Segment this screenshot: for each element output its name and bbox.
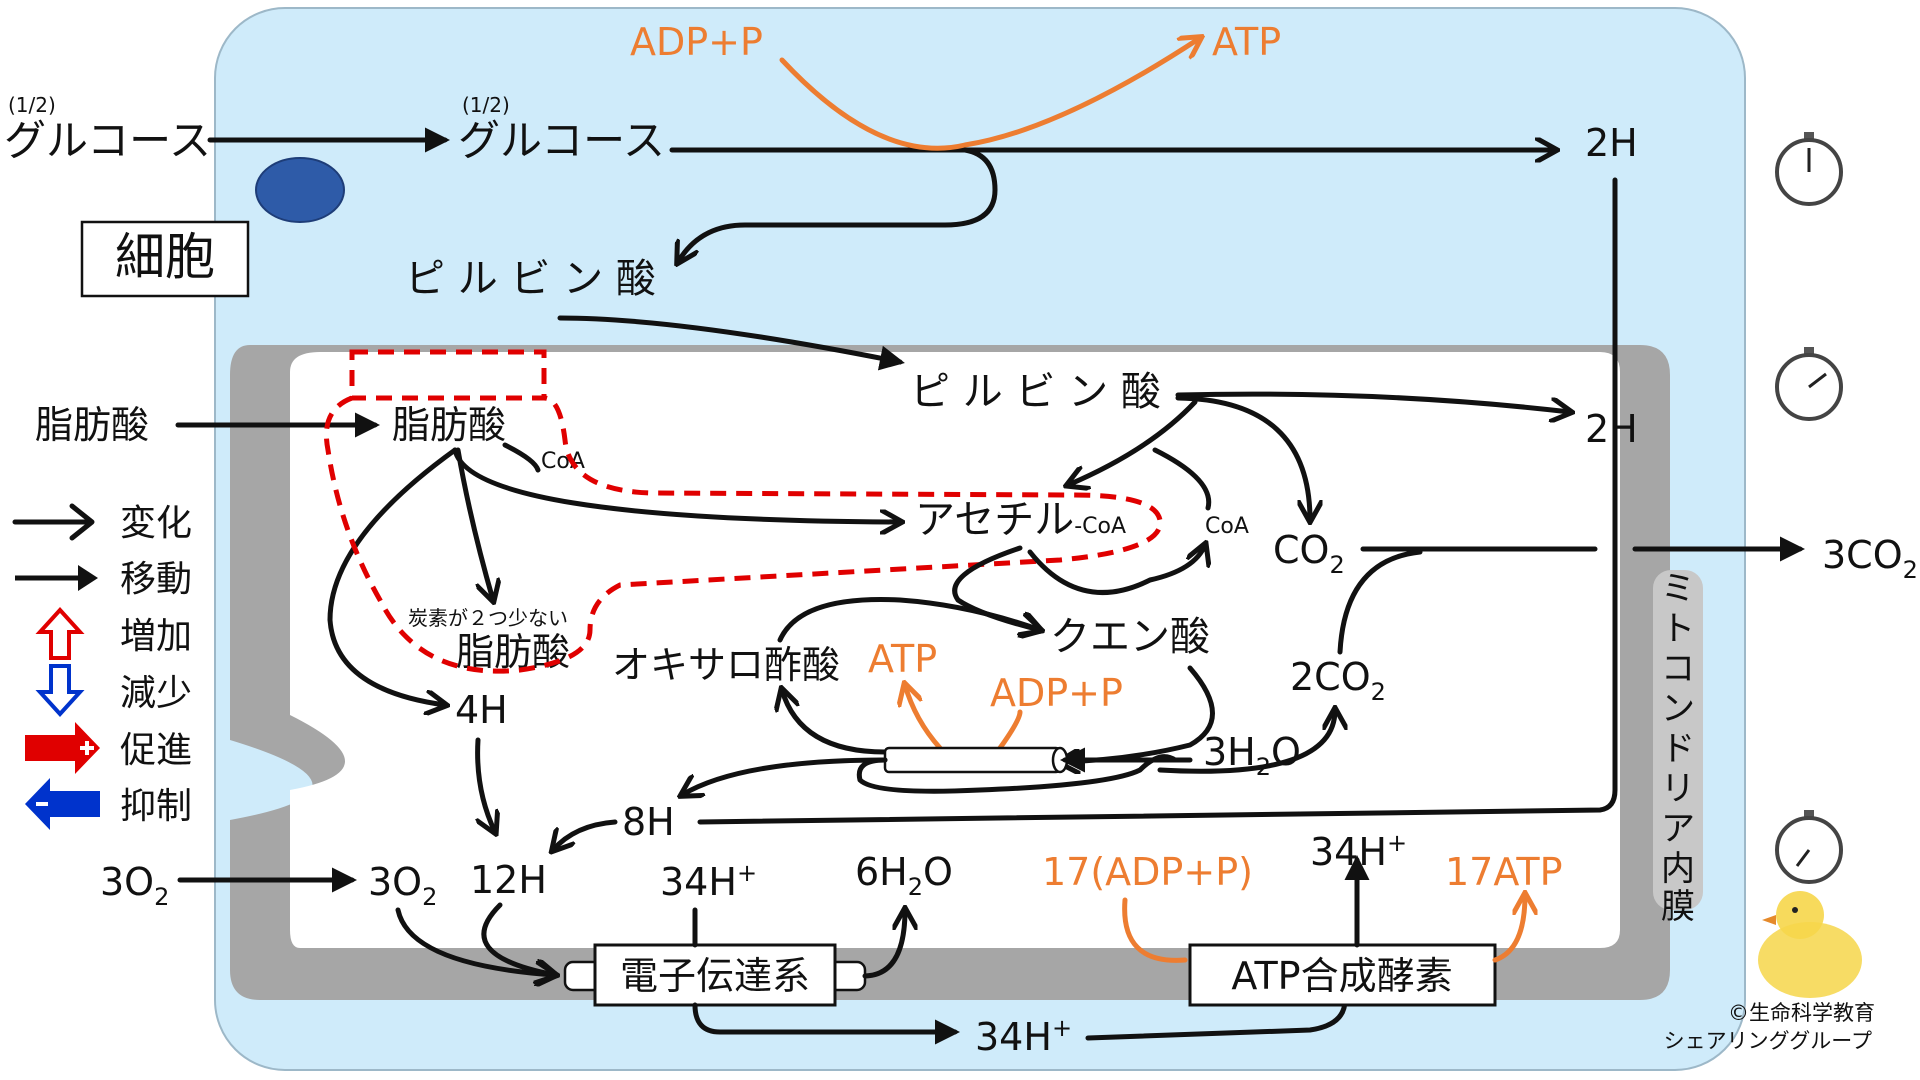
pyruvate-transport-arrow bbox=[557, 315, 905, 371]
h4-label: 4H bbox=[455, 688, 508, 732]
fatty-acid-to-4h-arrow bbox=[327, 447, 458, 705]
legend-label-inhibit: 抑制 bbox=[120, 786, 192, 827]
o2-inside: 3O2 bbox=[368, 860, 437, 911]
legend-label-change: 変化 bbox=[120, 503, 192, 544]
legend-label-increase: 増加 bbox=[120, 616, 192, 657]
co2-label: CO2 bbox=[1273, 528, 1345, 579]
h4-to-12h-arrow bbox=[478, 737, 495, 832]
glucose-to-pyruvate-arrow bbox=[678, 147, 998, 262]
inner-membrane-label-box bbox=[1653, 570, 1703, 910]
legend-label-promote: 促進 bbox=[120, 730, 192, 771]
cycle-to-co2-arrow bbox=[1157, 710, 1335, 774]
glucose-outside: グルコース bbox=[4, 116, 211, 165]
acetyl: アセチル-CoA bbox=[915, 497, 1126, 543]
stopwatch-icon-1 bbox=[1775, 132, 1843, 206]
cycle-tube bbox=[883, 746, 1062, 774]
atp-17-label: 17ATP bbox=[1445, 850, 1563, 894]
h-plus-34-synthase: 34H+ bbox=[1310, 829, 1407, 874]
coa-right: CoA bbox=[1205, 514, 1249, 539]
coa-in-curve bbox=[1152, 447, 1212, 511]
stopwatch-icon-3 bbox=[1775, 810, 1843, 884]
coa-join-curve bbox=[502, 442, 541, 473]
h8-to-12h-arrow bbox=[553, 819, 618, 850]
h-plus-34-inner: 34H+ bbox=[660, 859, 757, 904]
cycle-atp-arrow bbox=[905, 685, 1023, 751]
pyruvate-to-co2-arrow bbox=[1175, 395, 1310, 520]
glucose-fraction-outside: (1/2) bbox=[8, 93, 56, 117]
oxalo-to-citrate-arrow bbox=[777, 597, 1040, 643]
beta-oxidation-loop bbox=[323, 395, 1163, 674]
co2-2-label: 2CO2 bbox=[1290, 655, 1386, 706]
adp-17-label: 17(ADP+P) bbox=[1042, 850, 1253, 894]
cell-label: 細胞 bbox=[115, 228, 215, 286]
proton-pump-arrow bbox=[692, 1002, 960, 1045]
coa-release-arrow bbox=[1027, 545, 1205, 595]
chick-mascot-logo bbox=[1758, 891, 1862, 998]
o2-to-etc-arrow bbox=[395, 907, 555, 975]
etc-label: 電子伝達系 bbox=[620, 954, 810, 998]
atp-synthase-box bbox=[1188, 943, 1497, 1007]
coa-left: CoA bbox=[541, 449, 585, 474]
minus-arrow-icon bbox=[25, 778, 100, 830]
h2-mito: 2H bbox=[1585, 407, 1638, 451]
o2-outside: 3O2 bbox=[100, 860, 169, 911]
h2-top: 2H bbox=[1585, 121, 1638, 165]
fatty-acid-to-shorter-arrow bbox=[455, 447, 493, 600]
h12-label: 12H bbox=[470, 858, 547, 902]
plus-arrow-icon bbox=[25, 722, 100, 774]
legend: 変化 移動 増加 減少 促進 抑制 bbox=[12, 503, 192, 830]
legend-label-decrease: 減少 bbox=[120, 673, 192, 714]
etc-to-water-arrow bbox=[862, 910, 905, 979]
h2-to-8h-line bbox=[697, 177, 1618, 825]
inner-membrane-label: ミトコンドリア内膜 bbox=[1661, 569, 1695, 927]
citric-acid: クエン酸 bbox=[1050, 614, 1210, 660]
pyruvate-to-acetyl-arrow bbox=[1068, 399, 1198, 485]
oxaloacetic-acid: オキサロ酢酸 bbox=[612, 643, 840, 687]
nucleus bbox=[255, 157, 345, 223]
mitochondrion-matrix bbox=[290, 352, 1620, 948]
solid-arrow-icon bbox=[15, 565, 98, 591]
pyruvic-acid-cytosol: ピ ル ビ ン 酸 bbox=[405, 256, 656, 302]
glucose-inside: グルコース bbox=[458, 116, 665, 165]
cycle-to-oxalo-arrow bbox=[782, 690, 888, 755]
copyright-line-2: シェアリンググループ bbox=[1664, 1029, 1872, 1053]
water-6-label: 6H2O bbox=[855, 850, 953, 901]
atp-top: ATP bbox=[1212, 20, 1281, 64]
atp-cycle: ATP bbox=[868, 637, 937, 681]
co2-2-merge-curve bbox=[1337, 549, 1423, 655]
cycle-to-8h-arrow bbox=[682, 757, 888, 795]
fatty-acid-outside: 脂肪酸 bbox=[35, 403, 149, 447]
synthase-atp-arrow bbox=[1122, 895, 1525, 963]
cycle-tube-loop bbox=[856, 754, 1178, 794]
pyruvate-to-2h-arrow bbox=[1175, 391, 1570, 412]
two-carbons-less-label: 炭素が２つ少ない bbox=[408, 606, 568, 630]
beta-oxidation-box bbox=[349, 349, 547, 401]
fatty-acid-shorter: 脂肪酸 bbox=[456, 630, 570, 674]
pyruvic-acid-mito: ピ ル ビ ン 酸 bbox=[910, 369, 1161, 415]
glucose-fraction-inside: (1/2) bbox=[462, 93, 510, 117]
etc-box bbox=[593, 943, 837, 1007]
down-arrow-icon bbox=[35, 664, 85, 717]
adp-p-cycle: ADP+P bbox=[990, 671, 1123, 715]
fatty-acid-inside: 脂肪酸 bbox=[392, 403, 506, 447]
h8-label: 8H bbox=[622, 800, 675, 844]
adp-p-top: ADP+P bbox=[630, 20, 763, 64]
open-arrow-icon bbox=[12, 503, 95, 541]
legend-label-move: 移動 bbox=[120, 559, 192, 600]
atp-synthase-label: ATP合成酵素 bbox=[1231, 954, 1452, 998]
glycolysis-atp-arrow bbox=[779, 38, 1200, 151]
fatty-acid-to-acetyl-arrow bbox=[452, 447, 900, 522]
h12-to-etc-arrow bbox=[481, 902, 555, 975]
co2-3-label: 3CO2 bbox=[1822, 533, 1918, 584]
up-arrow-icon bbox=[35, 607, 85, 660]
cell-label-box bbox=[80, 220, 250, 298]
h-plus-34-outer: 34H+ bbox=[975, 1014, 1072, 1059]
stopwatch-icon-2 bbox=[1775, 347, 1843, 421]
copyright-line-1: ©生命科学教育 bbox=[1728, 1001, 1875, 1025]
